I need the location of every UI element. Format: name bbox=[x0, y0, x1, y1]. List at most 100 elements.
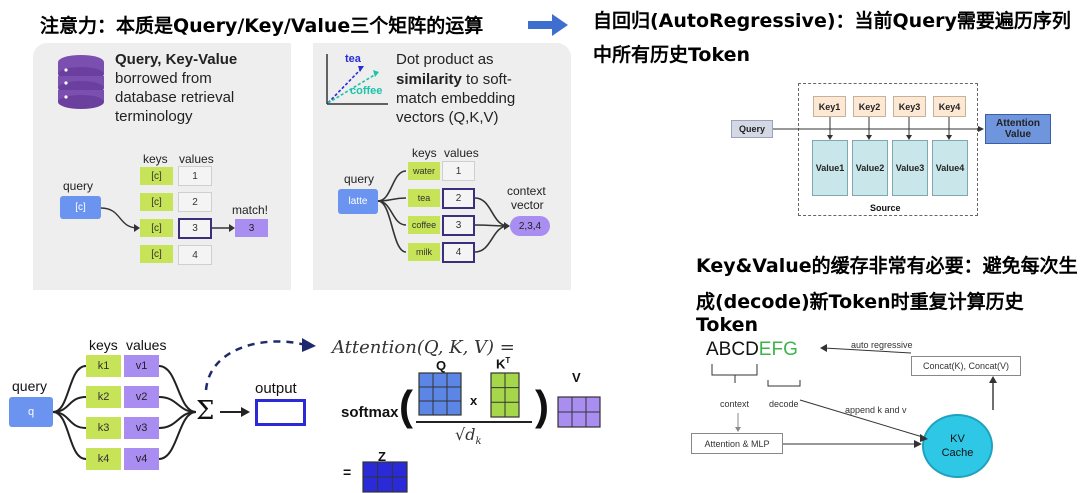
kv-auto-regressive-label: auto regressive bbox=[851, 340, 913, 350]
panel2-context-label: context bbox=[507, 184, 546, 198]
sigma-symbol: Σ bbox=[196, 396, 215, 426]
ar-key-box: Key2 bbox=[853, 96, 886, 117]
panel2-value-selected: 3 bbox=[442, 215, 475, 236]
ar-query-box: Query bbox=[731, 120, 773, 138]
formula-open-paren: ( bbox=[399, 382, 413, 429]
bottom-key: k2 bbox=[86, 386, 121, 408]
formula-k: K bbox=[496, 356, 506, 372]
ar-attention-label: Attention bbox=[996, 118, 1040, 129]
bottom-connectors bbox=[52, 338, 316, 460]
formula-close-paren: ) bbox=[535, 382, 549, 429]
ar-value-box: Value2 bbox=[852, 140, 888, 196]
ar-value-label: Value bbox=[1004, 129, 1032, 140]
ar-source-label: Source bbox=[870, 203, 901, 213]
kv-title-line1: Key&Value的缓存非常有必要：避免每次生 bbox=[696, 255, 1078, 277]
panel2-key: water bbox=[408, 162, 440, 180]
formula-k-sup: T bbox=[505, 356, 511, 365]
formula-equals: = bbox=[343, 464, 352, 480]
panel2-value-selected: 4 bbox=[442, 242, 475, 263]
source-dashed-box bbox=[798, 83, 978, 216]
panel2-connectors bbox=[377, 170, 510, 253]
formula-q-label: Q bbox=[436, 358, 447, 373]
panel1-text-line2: database retrieval bbox=[115, 89, 235, 106]
panel1-query-box: [c] bbox=[60, 196, 101, 219]
bottom-query-box: q bbox=[9, 397, 53, 427]
ar-value-box: Value1 bbox=[812, 140, 848, 196]
vector-plot-icon bbox=[326, 54, 388, 105]
panel2-key: tea bbox=[408, 189, 440, 207]
bottom-values-label: values bbox=[126, 337, 167, 353]
panel1-value: 2 bbox=[178, 192, 212, 212]
formula-v-label: V bbox=[572, 370, 581, 385]
panel2-values-label: values bbox=[444, 146, 479, 160]
kv-cache-circle: KV Cache bbox=[922, 414, 993, 478]
formula-denominator: √dk bbox=[455, 425, 482, 447]
panel2-key: coffee bbox=[408, 216, 440, 234]
panel1-key: [c] bbox=[140, 167, 173, 185]
formula-k-label: KT bbox=[496, 356, 510, 371]
ar-value-box: Value3 bbox=[892, 140, 928, 196]
bottom-value: v3 bbox=[124, 417, 159, 439]
kv-title-line2: 成(decode)新Token时重复计算历史Token bbox=[696, 291, 1024, 336]
panel2-value-selected: 2 bbox=[442, 188, 475, 209]
kv-context-label: context bbox=[720, 399, 750, 409]
kv-decode-label: decode bbox=[769, 399, 799, 409]
ar-value-box: Value4 bbox=[932, 140, 968, 196]
panel2-value: 1 bbox=[442, 161, 475, 181]
panel1-text-line1: borrowed from bbox=[115, 70, 212, 87]
panel2-text-bold: similarity bbox=[396, 71, 462, 88]
kv-append-label: append k and v bbox=[845, 405, 907, 415]
panel2-text-line2: similarity to soft- bbox=[396, 70, 512, 89]
kv-concat-box: Concat(K), Concat(V) bbox=[911, 356, 1021, 376]
bottom-value: v4 bbox=[124, 448, 159, 470]
output-box bbox=[255, 399, 306, 426]
panel1-key: [c] bbox=[140, 245, 173, 263]
kv-attention-mlp-box: Attention & MLP bbox=[691, 433, 783, 454]
panel2-text-rest: to soft- bbox=[461, 71, 512, 88]
top-left-title: 注意力：本质是Query/Key/Value三个矩阵的运算 bbox=[40, 15, 484, 37]
formula-sub-k: k bbox=[475, 436, 482, 448]
bottom-value: v2 bbox=[124, 386, 159, 408]
panel2-text-line4: vectors (Q,K,V) bbox=[396, 109, 499, 126]
kv-tokens-context: ABCD bbox=[706, 339, 759, 360]
bottom-key: k3 bbox=[86, 417, 121, 439]
vec-tea-label: tea bbox=[345, 53, 361, 65]
panel1-query-label: query bbox=[63, 179, 94, 193]
panel1-keys-label: keys bbox=[143, 152, 168, 166]
kv-tokens: ABCDEFG bbox=[706, 339, 798, 361]
panel1-match-label: match! bbox=[232, 203, 269, 217]
panel1-value: 4 bbox=[178, 245, 212, 265]
panel2-context-box: 2,3,4 bbox=[510, 216, 550, 236]
vec-coffee-label: coffee bbox=[350, 85, 383, 97]
panel1-value: 1 bbox=[178, 166, 212, 186]
panel1-text-bold: Query, Key-Value bbox=[115, 51, 238, 68]
kv-label: KV bbox=[950, 433, 965, 445]
formula-z-label: Z bbox=[378, 449, 386, 464]
panel2-vector-label: vector bbox=[511, 198, 544, 212]
panel1-key: [c] bbox=[140, 219, 173, 237]
matrix-kt bbox=[490, 372, 520, 418]
panel2-text-line3: match embedding bbox=[396, 90, 516, 107]
top-right-title-line2: 中所有历史Token bbox=[593, 44, 751, 66]
panel1-key: [c] bbox=[140, 193, 173, 211]
panel1-text-line3: terminology bbox=[115, 108, 193, 125]
cache-label: Cache bbox=[941, 447, 974, 459]
bottom-value: v1 bbox=[124, 355, 159, 377]
ar-key-box: Key4 bbox=[933, 96, 966, 117]
panel1-values-label: values bbox=[179, 152, 214, 166]
arrow-right-icon bbox=[528, 14, 568, 36]
panel2-text-line1: Dot product as bbox=[396, 51, 494, 68]
output-label: output bbox=[255, 380, 297, 397]
bottom-key: k4 bbox=[86, 448, 121, 470]
bottom-query-label: query bbox=[12, 378, 48, 394]
formula-fraction-line bbox=[416, 421, 532, 423]
bottom-keys-label: keys bbox=[89, 337, 118, 353]
panel2-query-label: query bbox=[344, 172, 375, 186]
panel1-connectors bbox=[100, 207, 235, 232]
ar-attention-value-box: Attention Value bbox=[985, 114, 1051, 144]
formula-softmax: softmax bbox=[341, 404, 399, 421]
ar-key-box: Key3 bbox=[893, 96, 926, 117]
panel2-keys-label: keys bbox=[412, 146, 437, 160]
matrix-v bbox=[557, 396, 601, 428]
